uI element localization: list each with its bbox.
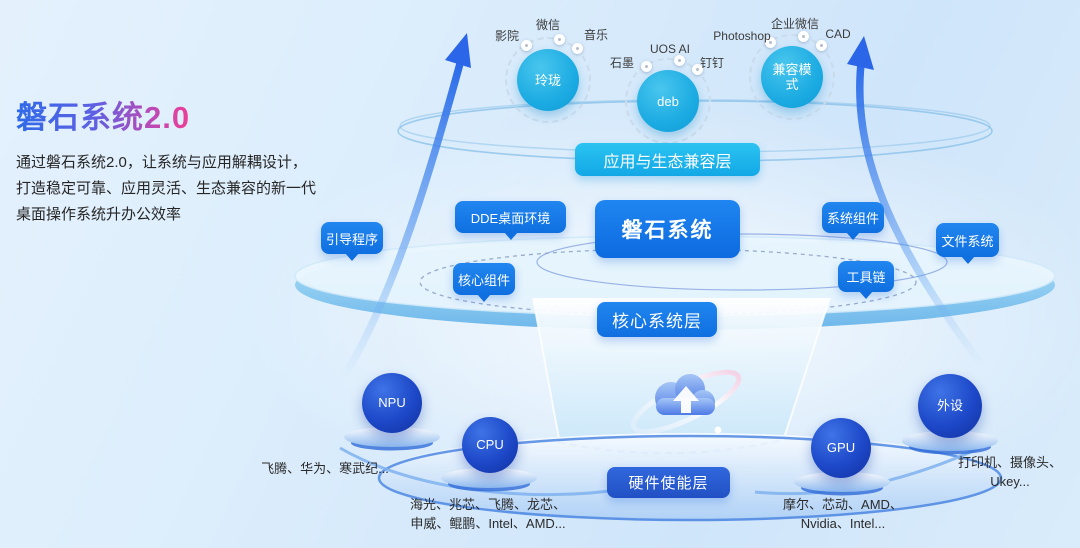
compat-bubble-ring [749, 31, 835, 120]
app-label-wechat: 微信 [535, 18, 561, 32]
app-label-uosai: UOS AI [649, 42, 691, 56]
chip-dde-desktop: DDE桌面环境 [455, 201, 566, 233]
app-label-wecom: 企业微信 [770, 17, 820, 31]
left-rising-arrow [338, 33, 471, 384]
satellite-dot-icon [641, 61, 652, 72]
chip-system-components: 系统组件 [822, 202, 884, 233]
sphere-npu-label: NPU [378, 395, 406, 410]
layer-label-hardware-enablement: 硬件使能层 [607, 467, 730, 498]
sphere-gpu: GPU [811, 418, 871, 478]
bubble-compat-mode-label: 兼容模式 [772, 62, 812, 92]
npu-vendors: 飞腾、华为、寒武纪... [258, 459, 392, 478]
gpu-vendors-line2: Nvidia、Intel... [800, 516, 886, 531]
bubble-linglong: 玲珑 [517, 49, 579, 111]
peripheral-vendors: 打印机、摄像头、 Ukey... [950, 453, 1070, 491]
satellite-dot-icon [692, 64, 703, 75]
panshi-system-box: 磐石系统 [595, 200, 740, 258]
chip-toolchain: 工具链 [838, 261, 894, 292]
gpu-saucer [794, 472, 890, 496]
npu-saucer [344, 427, 440, 451]
satellite-dot-icon [674, 55, 685, 66]
cpu-vendors-line1: 海光、兆芯、飞腾、龙芯、 [409, 497, 566, 512]
cpu-vendors: 海光、兆芯、飞腾、龙芯、 申威、鲲鹏、Intel、AMD... [403, 495, 573, 533]
satellite-dot-icon [554, 34, 565, 45]
app-label-cad: CAD [825, 27, 851, 41]
intro-description-line3: 桌面操作系统升办公效率 [16, 206, 182, 223]
sphere-peripherals-label: 外设 [936, 398, 963, 413]
chip-bootloader: 引导程序 [321, 222, 383, 254]
sphere-cpu-label: CPU [476, 437, 504, 452]
cpu-vendors-line2: 申威、鲲鹏、Intel、AMD... [410, 516, 566, 531]
layer-label-core-system: 核心系统层 [597, 302, 717, 337]
inner-orbit-ring [536, 233, 948, 291]
bubble-deb-label: deb [657, 93, 679, 109]
satellite-dot-icon [816, 40, 827, 51]
app-label-shimo: 石墨 [609, 56, 635, 70]
bubble-deb: deb [637, 70, 699, 132]
up-arrow-glyph [673, 386, 699, 413]
chip-filesystem: 文件系统 [936, 223, 999, 257]
satellite-dot-icon [521, 40, 532, 51]
app-label-music: 音乐 [583, 28, 609, 42]
page-title: 磐石系统2.0 [16, 92, 190, 137]
bubble-compat-mode: 兼容模式 [761, 46, 823, 108]
app-label-dingtalk: 钉钉 [699, 56, 725, 70]
right-rising-arrow [847, 36, 988, 372]
bubble-linglong-label: 玲珑 [534, 72, 561, 88]
satellite-dot-icon [798, 31, 809, 42]
peripheral-vendors-line1: 打印机、摄像头、 [957, 455, 1062, 470]
intro-description-line1: 通过磐石系统2.0，让系统与应用解耦设计， [16, 154, 307, 171]
app-label-photoshop: Photoshop [713, 29, 771, 43]
sphere-cpu: CPU [462, 417, 518, 473]
linglong-bubble-ring [505, 34, 591, 123]
sphere-gpu-label: GPU [826, 440, 856, 455]
peripheral-vendors-line2: Ukey... [990, 474, 1030, 489]
peripheral-saucer [902, 431, 998, 455]
chip-core-components: 核心组件 [453, 263, 515, 295]
intro-description: 通过磐石系统2.0，让系统与应用解耦设计， 打造稳定可靠、应用灵活、生态兼容的新… [16, 150, 346, 228]
intro-description-line2: 打造稳定可靠、应用灵活、生态兼容的新一代 [16, 180, 317, 197]
cpu-saucer [441, 468, 537, 492]
npu-vendors-line1: 飞腾、华为、寒武纪... [261, 461, 389, 476]
app-label-cinema: 影院 [494, 29, 520, 43]
gpu-vendors-line1: 摩尔、芯动、AMD、 [783, 497, 903, 512]
layer-label-app-ecosystem: 应用与生态兼容层 [575, 143, 760, 176]
cloud-upload-icon [655, 374, 715, 415]
sphere-peripherals: 外设 [918, 374, 982, 438]
satellite-dot-icon [765, 37, 776, 48]
funnel [533, 298, 830, 455]
satellite-dot-icon [572, 43, 583, 54]
sphere-npu: NPU [362, 373, 422, 433]
gpu-vendors: 摩尔、芯动、AMD、 Nvidia、Intel... [778, 495, 908, 533]
